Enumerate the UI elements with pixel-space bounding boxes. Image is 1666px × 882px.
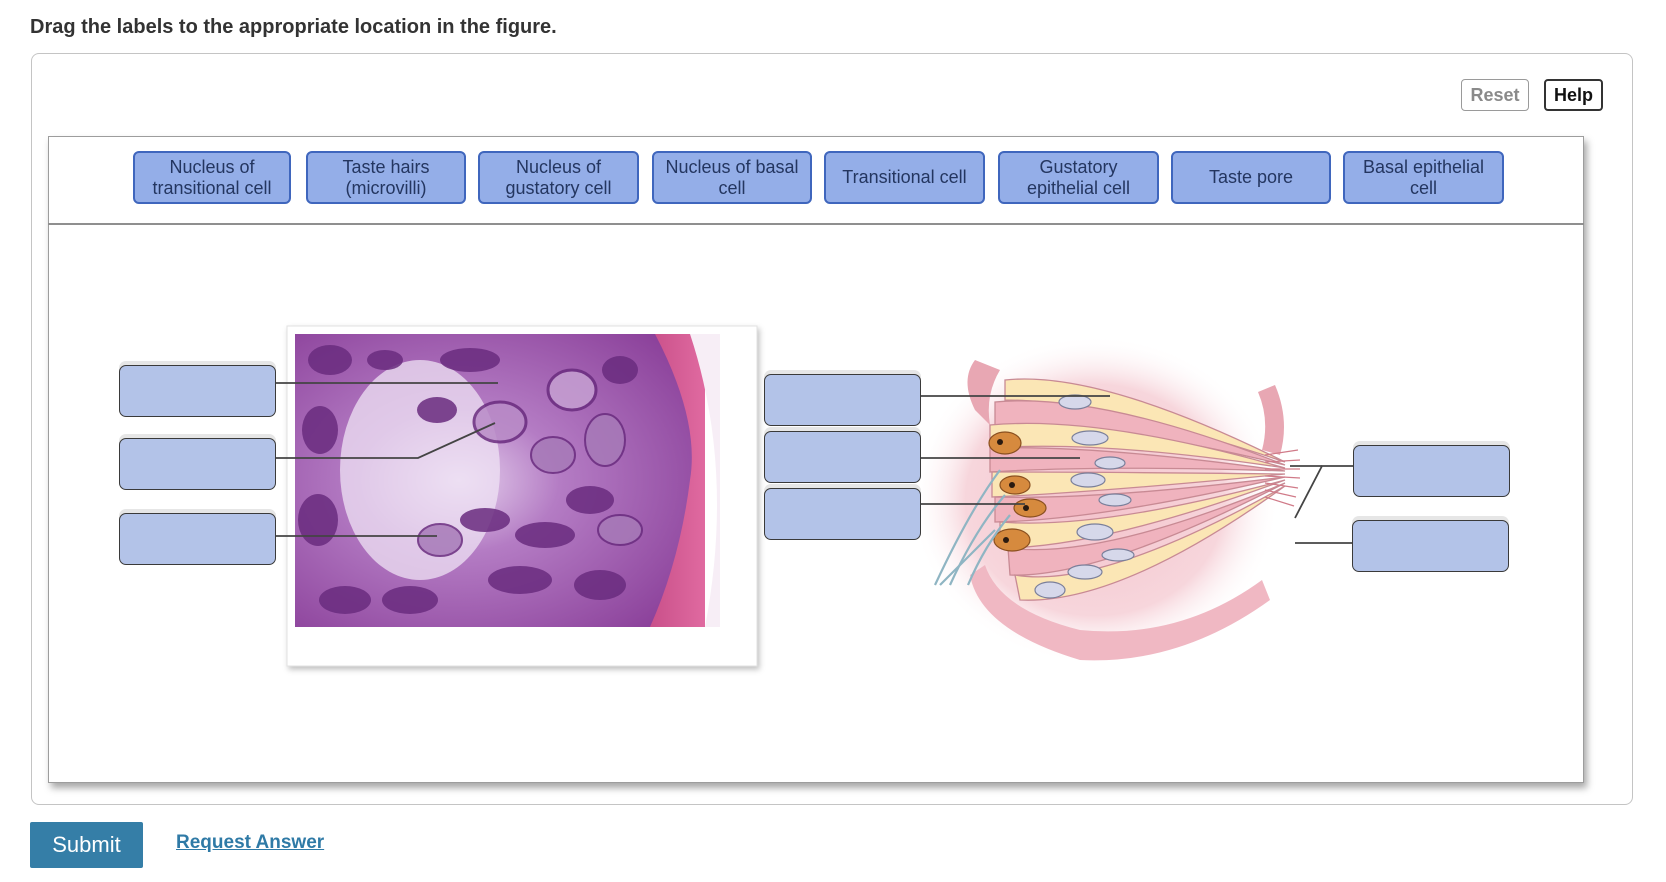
reset-button[interactable]: Reset [1461,79,1529,111]
drop-target-left-1[interactable] [119,365,276,417]
help-button[interactable]: Help [1544,79,1603,111]
drop-target-right-1[interactable] [1353,445,1510,497]
leader-lines [275,382,1357,544]
label-chip-taste-pore[interactable]: Taste pore [1171,151,1331,204]
label-chip-taste-hairs[interactable]: Taste hairs(microvilli) [306,151,466,204]
micrograph-image [286,325,758,667]
label-chip-transitional-cell[interactable]: Transitional cell [824,151,985,204]
label-bank-divider [48,223,1584,225]
drop-target-middle-3[interactable] [764,488,921,540]
instruction-text: Drag the labels to the appropriate locat… [30,16,557,38]
drop-target-left-2[interactable] [119,438,276,490]
taste-bud-diagram [910,335,1301,665]
request-answer-link[interactable]: Request Answer [176,832,325,853]
submit-button[interactable]: Submit [30,822,143,868]
drop-target-middle-2[interactable] [764,431,921,483]
activity-panel [31,53,1633,805]
drop-target-left-3[interactable] [119,513,276,565]
drop-target-middle-1[interactable] [764,374,921,426]
drop-target-right-2[interactable] [1352,520,1509,572]
